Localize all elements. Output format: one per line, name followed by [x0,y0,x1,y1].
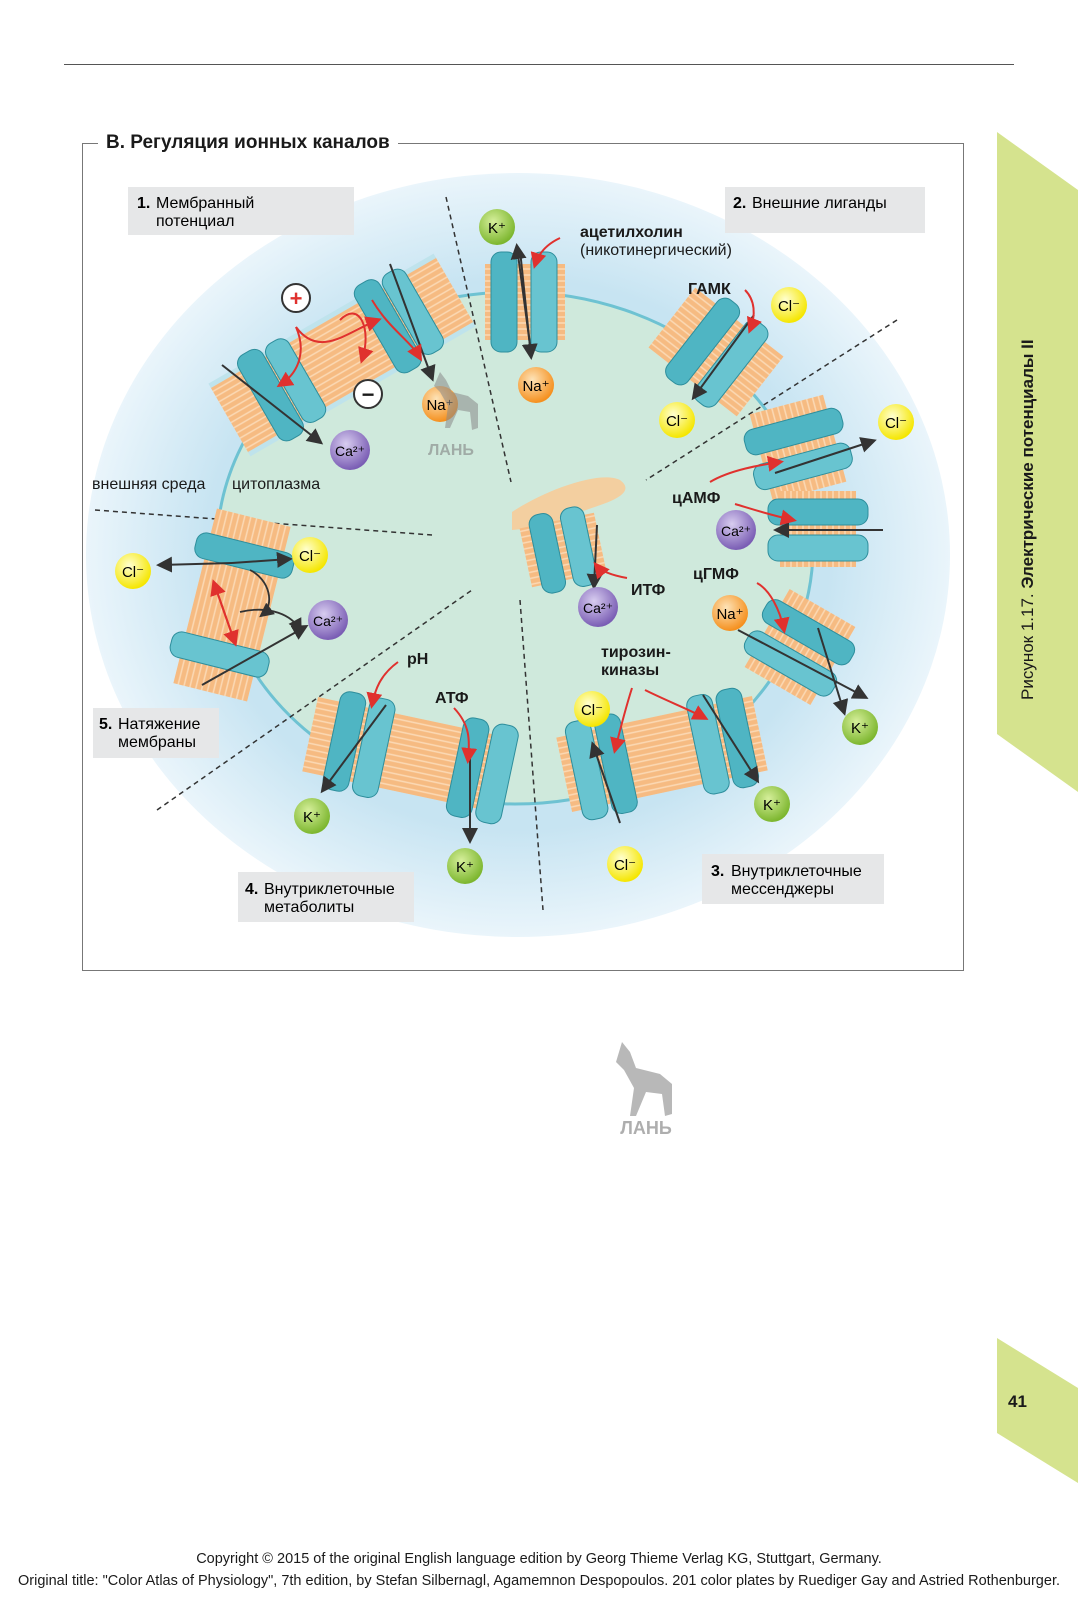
label-tyrosine-kinases: тирозин- [601,644,671,661]
svg-text:Cl⁻: Cl⁻ [885,415,907,432]
sector-label-4: 4. Внутриклеточные метаболиты [238,872,414,922]
svg-text:Мембранный: Мембранный [156,195,254,212]
ion-k-icon: K⁺ [479,209,515,245]
plus-sign-icon: + [281,283,311,313]
svg-text:Cl⁻: Cl⁻ [581,702,603,719]
svg-text:Ca²⁺: Ca²⁺ [583,600,613,616]
svg-text:Ca²⁺: Ca²⁺ [313,613,343,629]
ion-flux-arrows [156,243,883,844]
label-camp: цАМФ [672,490,721,507]
svg-text:Cl⁻: Cl⁻ [666,413,688,430]
svg-text:мембраны: мембраны [118,734,196,751]
svg-text:Натяжение: Натяжение [118,716,200,733]
ion-cl-icon: Cl⁻ [292,537,328,573]
svg-text:Cl⁻: Cl⁻ [614,857,636,874]
svg-text:−: − [362,382,375,407]
ion-na-icon: Na⁺ [712,595,748,631]
ip3-channel [519,506,607,594]
sector-dividers [94,196,898,911]
svg-text:Cl⁻: Cl⁻ [299,548,321,565]
label-ip3: ИТФ [631,582,666,599]
ion-cl-icon: Cl⁻ [574,691,610,727]
svg-text:потенциал: потенциал [156,213,234,230]
publisher-logo: ЛАНЬ [616,1042,672,1138]
svg-text:Na⁺: Na⁺ [522,378,549,395]
membrane-segment-2a [485,251,565,353]
svg-text:ЛАНЬ: ЛАНЬ [620,1118,672,1138]
copyright-line: Copyright © 2015 of the original English… [196,1551,882,1567]
label-acetylcholine: ацетилхолин [580,224,683,241]
regulator-arrows [210,237,797,764]
ion-ca-icon: Ca²⁺ [716,510,756,550]
ion-ca-icon: Ca²⁺ [308,600,348,640]
svg-text:2.: 2. [733,195,746,212]
svg-text:K⁺: K⁺ [851,720,869,737]
ion-ca-icon: Ca²⁺ [330,430,370,470]
label-nicotinic: (никотинергический) [580,242,732,259]
svg-text:K⁺: K⁺ [303,809,321,826]
svg-text:метаболиты: метаболиты [264,899,354,916]
sector-label-2: 2. Внешние лиганды [725,187,925,233]
label-atp: АТФ [435,690,469,707]
svg-text:Cl⁻: Cl⁻ [778,298,800,315]
ion-k-icon: K⁺ [754,786,790,822]
membrane-segment-4 [302,691,519,825]
ion-cl-icon: Cl⁻ [878,404,914,440]
ion-cl-icon: Cl⁻ [771,287,807,323]
sector-label-5: 5. Натяжение мембраны [93,708,219,758]
svg-text:5.: 5. [99,716,112,733]
label-cytoplasm: цитоплазма [232,476,320,493]
label-tyrosine-kinases: киназы [601,662,659,679]
page-number-tab [997,1338,1078,1483]
minus-sign-icon: − [353,379,383,409]
figure-frame [82,143,964,971]
ion-na-icon: Na⁺ [518,367,554,403]
svg-text:K⁺: K⁺ [763,797,781,814]
svg-text:мессенджеры: мессенджеры [731,881,834,898]
ion-cl-icon: Cl⁻ [659,402,695,438]
label-outside: внешняя среда [92,476,205,493]
svg-text:Ca²⁺: Ca²⁺ [335,443,365,459]
svg-text:Внутриклеточные: Внутриклеточные [264,881,395,898]
sector-label-1: 1. Мембранный потенциал [128,187,354,235]
svg-text:1.: 1. [137,195,150,212]
section-title: B. Регуляция ионных каналов [98,132,398,154]
original-title-line: Original title: "Color Atlas of Physiolo… [17,1573,1060,1589]
membrane-segment-5 [169,508,295,702]
ion-cl-icon: Cl⁻ [115,553,151,589]
publisher-logo: ЛАНЬ [428,372,478,459]
copyright-notice: Copyright © 2015 of the original English… [0,1548,1078,1592]
svg-text:3.: 3. [711,863,724,880]
ion-k-icon: K⁺ [842,709,878,745]
svg-text:Внутриклеточные: Внутриклеточные [731,863,862,880]
ion-ca-icon: Ca²⁺ [578,587,618,627]
sector-label-3: 3. Внутриклеточные мессенджеры [702,854,884,904]
membrane-segment-2b [648,287,784,417]
svg-text:Ca²⁺: Ca²⁺ [721,523,751,539]
membrane-segment-3c [743,589,856,705]
svg-text:K⁺: K⁺ [456,859,474,876]
page-number: 41 [1008,1392,1027,1411]
svg-text:Cl⁻: Cl⁻ [122,564,144,581]
top-rule [64,64,1014,65]
membrane-segment-3d [556,687,768,821]
ion-k-icon: K⁺ [447,848,483,884]
svg-text:+: + [290,286,303,311]
label-gaba: ГАМК [688,281,731,298]
svg-text:4.: 4. [245,881,258,898]
ion-k-icon: K⁺ [294,798,330,834]
svg-text:Na⁺: Na⁺ [716,606,743,623]
svg-text:ЛАНЬ: ЛАНЬ [428,442,474,459]
conformation-arrows [239,569,302,634]
svg-text:K⁺: K⁺ [488,220,506,237]
ion-cl-icon: Cl⁻ [607,846,643,882]
label-ph: pH [407,651,428,668]
membrane-segment-3a [743,394,853,502]
chapter-side-tab [997,132,1078,792]
svg-text:Внешние лиганды: Внешние лиганды [752,195,887,212]
label-cgmp: цГМФ [693,566,739,583]
